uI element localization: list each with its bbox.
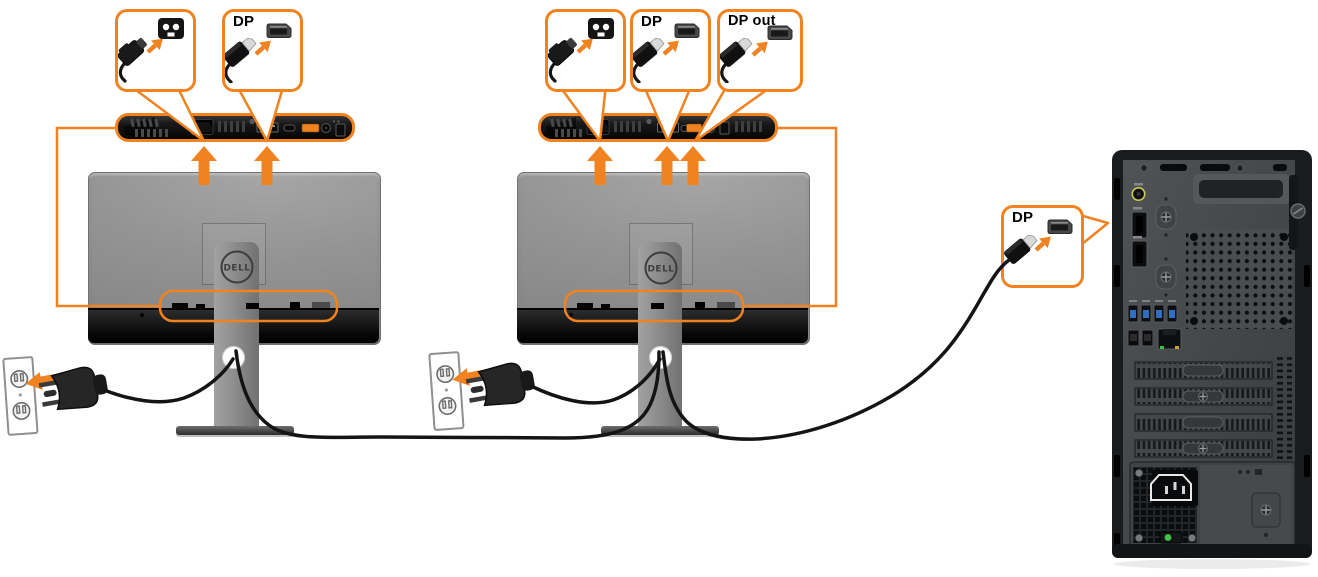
plug-cable [633,63,641,83]
dp-connector-icon [225,37,257,67]
monitor-2-stand-base [601,426,719,435]
power-inlet-icon [158,18,184,39]
wall-outlet-1 [2,356,39,436]
left-arrow-icon [452,366,502,386]
dell-logo-text: DELL [223,264,250,274]
knockout-plates [1155,197,1177,297]
callout-label: DP [641,13,663,30]
monitor-1-dp-out-port [301,123,320,133]
dp-cable-monitor1-to-monitor2 [234,349,661,440]
slot-cover [1134,361,1273,380]
slot-cover [1134,439,1273,458]
monitor-1-dp-in-port [256,122,279,133]
arrow-up-right-icon [254,40,271,56]
psu-area [1129,461,1296,549]
arrow-up-right-icon [751,41,768,57]
dell-logo: DELL [643,250,679,286]
left-arrow-icon [25,370,75,390]
power-plug-1 [38,366,108,411]
tower-dp-callout: DP [1001,205,1084,288]
arrow-up-right-icon [662,40,679,56]
dp-port-icon [266,23,292,38]
dell-logo: DELL [219,249,255,285]
tower-top [1140,164,1290,204]
arrow-up-right-icon [146,38,163,54]
vents [614,121,641,132]
monitor-1-underside-ports [115,113,355,142]
plug-cable [225,63,233,83]
monitor-2-usb-port [719,121,730,135]
psu-led [1164,534,1172,541]
plug-cable [118,62,127,83]
usb2-ports [1127,329,1154,347]
audio-jack [1131,183,1146,201]
dp-connector-icon [720,37,753,67]
arrow-up-right-icon [1034,236,1051,252]
callout-label: DP [1012,209,1034,226]
ethernet-port [1157,328,1182,350]
monitor-2-power-callout [545,9,626,92]
expansion-slots [1134,357,1292,459]
callout-label: DP [233,13,255,30]
monitor-2-dp-out-callout: DP out [717,9,803,92]
plug-cable [720,63,729,83]
power-plug-icon [548,38,577,66]
monitor-2-dp-out-port [686,123,702,133]
desktop-tower [1112,150,1312,569]
monitor-1-cable-hole [222,346,245,369]
plug-cable [548,62,557,83]
slot-cover [1134,413,1273,432]
tower-bottom-frame [1112,544,1312,558]
monitor-2-dp-callout: DP [630,9,711,92]
power-plug-2 [465,362,535,407]
monitor-1-usb-port [335,123,346,137]
monitor-1-usbc-port [283,124,296,132]
side-vent-strip [1277,357,1292,459]
dp-port-icon [674,23,700,38]
power-plug-icon [118,38,147,66]
arrow-up-right-icon [576,38,593,54]
slot-cover [1134,387,1273,406]
dp-port-icon [1047,219,1073,234]
monitor-2-underside-ports [538,113,778,142]
power-inlet-icon [588,18,614,39]
dp-connector-icon [1004,234,1038,264]
monitor-2-dp-in-port [657,122,679,133]
monitor-2-cable-hole [649,346,672,369]
dp-port-icon [767,25,793,40]
usb3-ports [1127,300,1178,323]
monitor-1-stand-base [176,426,294,435]
vent-grid [1186,229,1292,329]
monitor-1-dp-callout: DP [222,9,303,92]
tower-shadow [1114,559,1310,569]
tower-dp-ports [1131,207,1148,268]
wall-outlet-2 [428,351,465,431]
monitor-1-power-callout [115,9,196,92]
callout-label: DP out [728,13,776,29]
dp-connector-icon [633,37,665,67]
dell-logo-text: DELL [647,265,674,275]
